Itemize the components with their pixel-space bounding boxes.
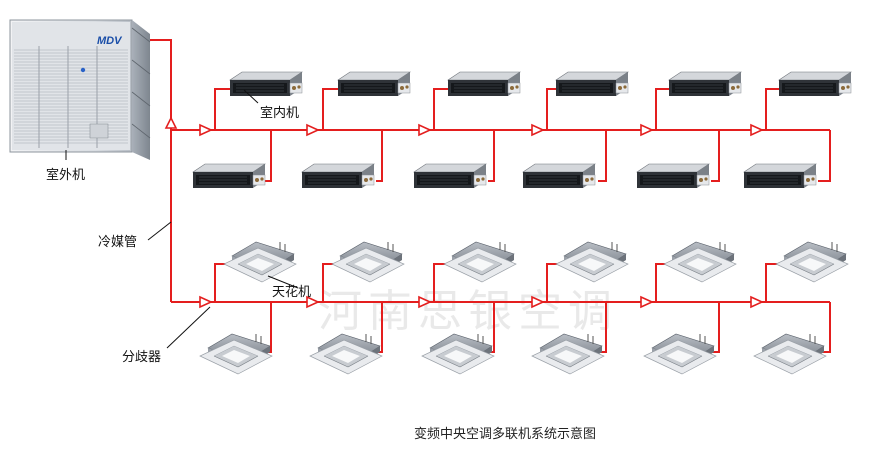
cassette-unit	[199, 333, 273, 375]
leader-lines	[65, 89, 299, 349]
duct-unit	[668, 71, 742, 97]
duct-unit	[301, 163, 375, 189]
cassette-unit	[531, 333, 605, 375]
outdoor-unit-label: 室外机	[46, 167, 85, 183]
cassette-unit	[309, 333, 383, 375]
cassette-unit	[223, 241, 297, 283]
duct-unit	[447, 71, 521, 97]
branch-joints	[164, 116, 764, 309]
watermark-text: 河南思银空调	[318, 286, 618, 337]
outdoor-unit-graphic: MDV	[9, 19, 151, 160]
refrigerant-pipe-label: 冷媒管	[98, 235, 137, 250]
diagram-caption: 变频中央空调多联机系统示意图	[414, 426, 596, 442]
duct-unit	[413, 163, 487, 189]
cassette-unit	[555, 241, 629, 283]
cassette-unit	[663, 241, 737, 283]
ceiling-unit-label: 天花机	[272, 284, 311, 300]
cassette-unit	[421, 333, 495, 375]
branch-joint-label: 分歧器	[122, 350, 161, 365]
cassette-unit	[443, 241, 517, 283]
cassette-units-lower-row	[199, 333, 827, 375]
duct-unit	[522, 163, 596, 189]
cassette-unit	[753, 333, 827, 375]
cassette-unit	[331, 241, 405, 283]
indoor-unit-label: 室内机	[260, 105, 299, 121]
duct-unit	[192, 163, 266, 189]
duct-unit	[636, 163, 710, 189]
duct-unit	[743, 163, 817, 189]
duct-unit	[229, 71, 303, 97]
duct-unit	[555, 71, 629, 97]
brand-logo-text: MDV	[97, 35, 123, 47]
duct-units-lower-row	[192, 163, 817, 189]
duct-unit	[337, 71, 411, 97]
cassette-units-upper-row	[223, 241, 849, 283]
duct-unit	[778, 71, 852, 97]
cassette-unit	[775, 241, 849, 283]
cassette-unit	[643, 333, 717, 375]
